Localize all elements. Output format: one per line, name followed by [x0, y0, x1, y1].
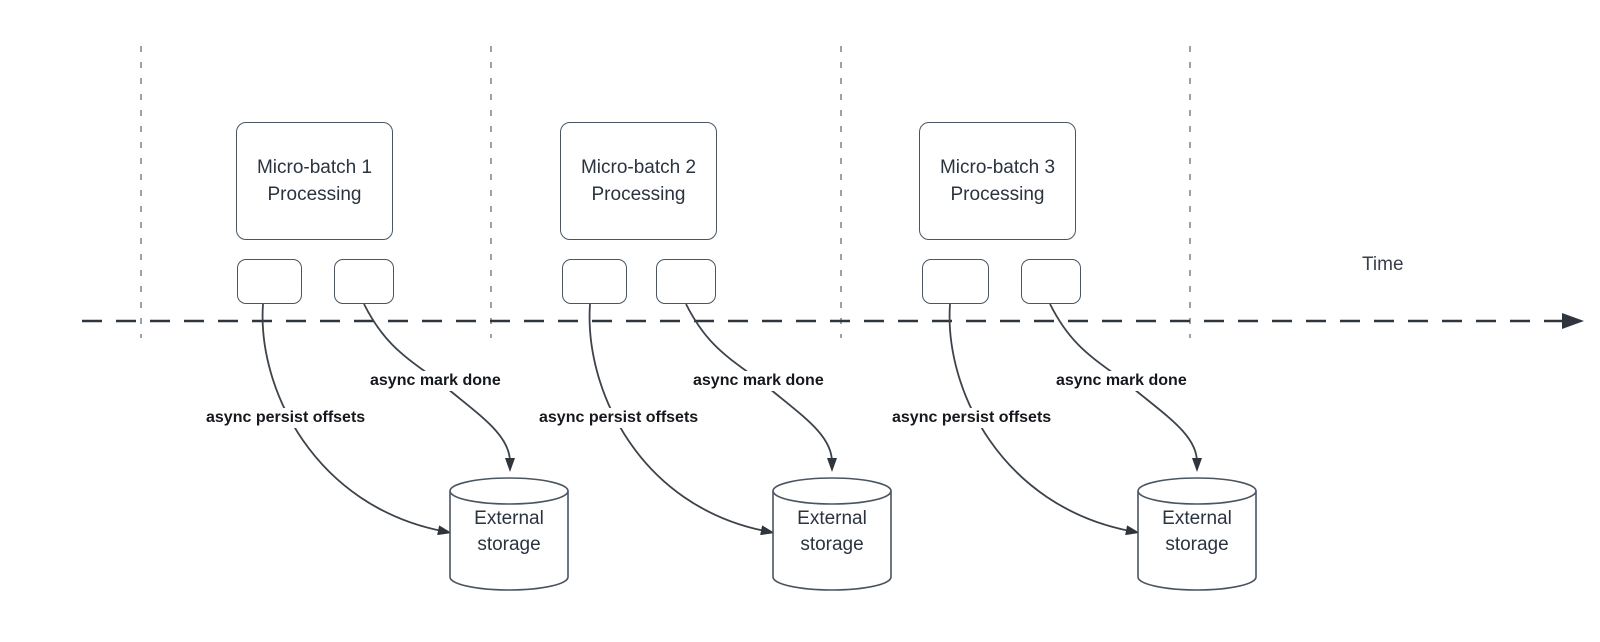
external-storage-label-2: External storage [773, 506, 891, 558]
external-storage-label-3-line1: External [1162, 508, 1232, 529]
micro-batch-1-offset-task-box [237, 259, 302, 304]
external-storage-label-3-line2: storage [1165, 534, 1229, 555]
persist-offsets-label-3: async persist offsets [889, 408, 1055, 428]
micro-batch-3-offset-task-box [922, 259, 989, 304]
micro-batch-1-title-line1: Micro-batch 1 [256, 157, 373, 178]
micro-batch-3-title-line1: Micro-batch 3 [939, 157, 1056, 178]
micro-batch-3-done-task-box [1021, 259, 1081, 304]
external-storage-label-1: External storage [450, 506, 568, 558]
micro-batch-3-title-line2: Processing [950, 184, 1045, 205]
micro-batch-2-offset-task-box [562, 259, 627, 304]
micro-batch-3-processing-box: Micro-batch 3 Processing [919, 122, 1076, 240]
timeline-arrowhead-icon [1562, 313, 1584, 329]
micro-batch-1-title-line2: Processing [267, 184, 362, 205]
external-storage-label-1-line1: External [474, 508, 544, 529]
micro-batch-2-title-line1: Micro-batch 2 [580, 157, 697, 178]
mark-done-label-2: async mark done [690, 371, 827, 391]
micro-batch-2-done-task-box [656, 259, 716, 304]
micro-batch-2-title-line2: Processing [591, 184, 686, 205]
external-storage-label-2-line1: External [797, 508, 867, 529]
external-storage-cylinder-1 [449, 477, 569, 591]
persist-offsets-arrow-2 [588, 303, 775, 536]
persist-offsets-arrow-1 [261, 303, 452, 536]
external-storage-cylinder-2 [772, 477, 892, 591]
persist-offsets-arrow-3 [948, 303, 1140, 536]
external-storage-cylinder-3 [1137, 477, 1257, 591]
mark-done-label-3: async mark done [1053, 371, 1190, 391]
external-storage-label-3: External storage [1138, 506, 1256, 558]
micro-batch-1-done-task-box [334, 259, 394, 304]
time-axis-label: Time [1362, 254, 1404, 275]
mark-done-label-1: async mark done [367, 371, 504, 391]
persist-offsets-label-1: async persist offsets [203, 408, 369, 428]
persist-offsets-label-2: async persist offsets [536, 408, 702, 428]
micro-batch-2-processing-box: Micro-batch 2 Processing [560, 122, 717, 240]
external-storage-label-1-line2: storage [477, 534, 541, 555]
micro-batch-1-processing-box: Micro-batch 1 Processing [236, 122, 393, 240]
external-storage-label-2-line2: storage [800, 534, 864, 555]
